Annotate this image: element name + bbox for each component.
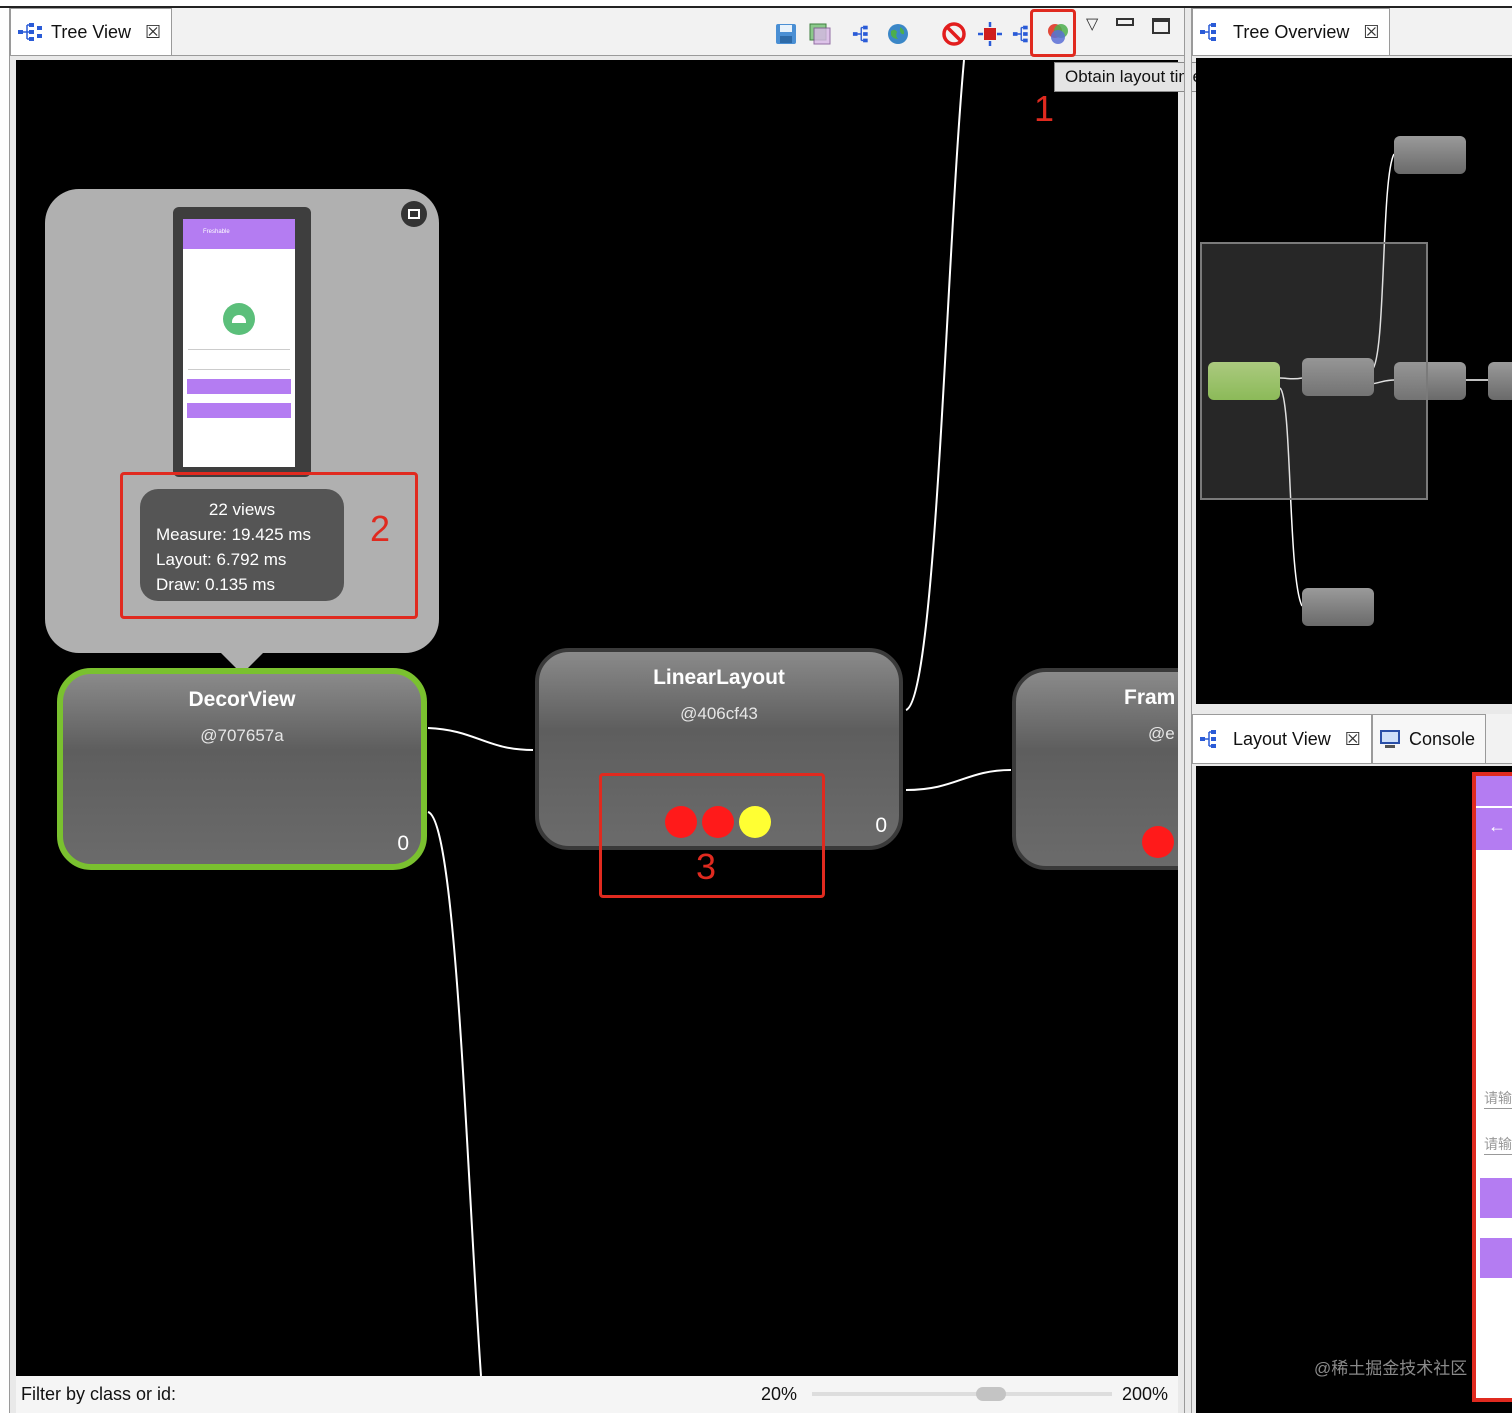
- measure-indicator-red: [1142, 826, 1174, 858]
- preview-input-2: [188, 369, 290, 370]
- tree-overview-tabbar: Tree Overview ☒: [1192, 8, 1512, 56]
- preview-input-1: [188, 349, 290, 350]
- layout-appbar: ←: [1476, 808, 1512, 850]
- tab-console[interactable]: Console: [1372, 714, 1486, 763]
- node-class-name: Fram: [1124, 686, 1176, 709]
- layout-statusbar: [1476, 776, 1512, 806]
- draw-time: Draw: 0.135 ms: [156, 575, 276, 594]
- layout-canvas[interactable]: ← 请输 请输 @稀土掘金技术社区: [1196, 766, 1512, 1413]
- capture-layers-icon[interactable]: [808, 22, 832, 46]
- annotation-box-2: [120, 472, 418, 619]
- expand-preview-icon[interactable]: [401, 201, 427, 227]
- overview-node: [1302, 358, 1374, 396]
- layout-hint-2: 请输: [1484, 1136, 1512, 1152]
- close-icon[interactable]: ☒: [1363, 21, 1380, 42]
- tree-view-tabbar: Tree View ☒ ▽: [10, 8, 1184, 56]
- tab-layout-view-label: Layout View: [1233, 728, 1331, 749]
- connector-lines: [427, 60, 1012, 1376]
- close-icon[interactable]: ☒: [145, 21, 162, 42]
- node-preview-bubble: Freshable 22 views Measure: 19.425 ms La…: [45, 189, 439, 653]
- overview-viewport-rect[interactable]: [1200, 242, 1428, 500]
- annotation-label-3: 3: [696, 846, 717, 887]
- watermark: @稀土掘金技术社区: [1314, 1359, 1468, 1378]
- layout-indicator-red: [702, 806, 734, 838]
- zoom-slider-track[interactable]: [812, 1392, 1112, 1396]
- minimize-icon[interactable]: [1116, 18, 1134, 26]
- draw-indicator-yellow: [739, 806, 771, 838]
- tree-icon: [1200, 23, 1216, 41]
- node-hash: @e: [1148, 724, 1175, 743]
- zoom-min-label: 20%: [761, 1384, 798, 1404]
- overview-node: [1394, 136, 1466, 174]
- tab-tree-overview[interactable]: Tree Overview ☒: [1192, 8, 1390, 55]
- tree-canvas[interactable]: Freshable 22 views Measure: 19.425 ms La…: [16, 60, 1178, 1376]
- request-layout-icon[interactable]: [1012, 22, 1036, 46]
- node-hash: @406cf43: [680, 704, 758, 723]
- tree-icon: [18, 23, 42, 41]
- phone-preview: Freshable: [173, 207, 311, 477]
- tab-layout-view[interactable]: Layout View ☒: [1192, 714, 1372, 763]
- annotation-label-1: 1: [1034, 88, 1055, 129]
- tab-tree-overview-label: Tree Overview: [1233, 21, 1350, 42]
- layout-input-line-2: [1484, 1154, 1512, 1155]
- profile-nodes-icon[interactable]: [1046, 22, 1070, 46]
- annotation-box-3: [599, 773, 825, 898]
- measure-time: Measure: 19.425 ms: [156, 525, 311, 544]
- filter-input[interactable]: [192, 1380, 752, 1408]
- left-edge: [0, 8, 10, 1413]
- globe-icon[interactable]: [886, 22, 910, 46]
- node-framelayout[interactable]: Fram @e: [1012, 668, 1178, 870]
- layout-view-tabbar: Layout View ☒ Console: [1192, 714, 1512, 764]
- zoom-max-label: 200%: [1122, 1384, 1169, 1404]
- preview-app-title: Freshable: [203, 229, 230, 235]
- node-class-name: DecorView: [188, 688, 296, 711]
- tree-status-bar: Filter by class or id: 20% 200%: [16, 1376, 1178, 1413]
- overview-canvas[interactable]: [1196, 58, 1512, 704]
- layout-input-line-1: [1484, 1108, 1512, 1109]
- node-linearlayout[interactable]: LinearLayout @406cf43 0: [535, 648, 903, 850]
- node-decorview[interactable]: DecorView @707657a 0: [57, 668, 427, 870]
- layout-button-2: [1480, 1238, 1512, 1278]
- overview-connectors: [1279, 153, 1488, 607]
- back-arrow-icon: ←: [1488, 816, 1506, 836]
- annotation-label-2: 2: [370, 508, 391, 549]
- preview-button-1: [187, 379, 291, 394]
- panel-divider: [1184, 8, 1192, 1413]
- android-logo-icon: [223, 303, 255, 335]
- measure-indicator-red: [665, 806, 697, 838]
- overview-node: [1302, 588, 1374, 626]
- tab-tree-view[interactable]: Tree View ☒: [10, 8, 172, 55]
- layout-time: Layout: 6.792 ms: [156, 550, 287, 569]
- preview-button-2: [187, 403, 291, 418]
- save-icon[interactable]: [774, 22, 798, 46]
- preview-app-bar: Freshable: [183, 219, 295, 249]
- view-menu-icon[interactable]: ▽: [1086, 16, 1099, 33]
- node-hash: @707657a: [200, 726, 284, 745]
- load-hierarchy-icon[interactable]: [852, 22, 876, 46]
- node-child-count: 0: [397, 832, 409, 855]
- invalidate-icon[interactable]: [978, 22, 1002, 46]
- overview-node-selected: [1208, 362, 1280, 400]
- layout-times-box: 22 views Measure: 19.425 ms Layout: 6.79…: [140, 489, 344, 601]
- annotation-box-1: [1030, 9, 1076, 57]
- top-border: [0, 0, 1512, 8]
- node-child-count: 0: [875, 814, 887, 837]
- overview-node: [1488, 362, 1512, 400]
- node-class-name: LinearLayout: [653, 666, 785, 689]
- maximize-icon[interactable]: [1152, 18, 1170, 34]
- layout-button-1: [1480, 1178, 1512, 1218]
- stop-icon[interactable]: [942, 22, 966, 46]
- layout-device-frame: [1472, 772, 1512, 1402]
- filter-label: Filter by class or id:: [21, 1384, 177, 1404]
- zoom-slider-thumb[interactable]: [976, 1387, 1006, 1401]
- layout-hint-1: 请输: [1484, 1090, 1512, 1106]
- console-icon: [1380, 730, 1400, 748]
- tab-tree-view-label: Tree View: [51, 21, 132, 42]
- tab-console-label: Console: [1409, 728, 1476, 749]
- overview-node: [1394, 362, 1466, 400]
- view-count: 22 views: [208, 500, 276, 519]
- close-icon[interactable]: ☒: [1344, 728, 1361, 749]
- tree-icon: [1200, 730, 1216, 748]
